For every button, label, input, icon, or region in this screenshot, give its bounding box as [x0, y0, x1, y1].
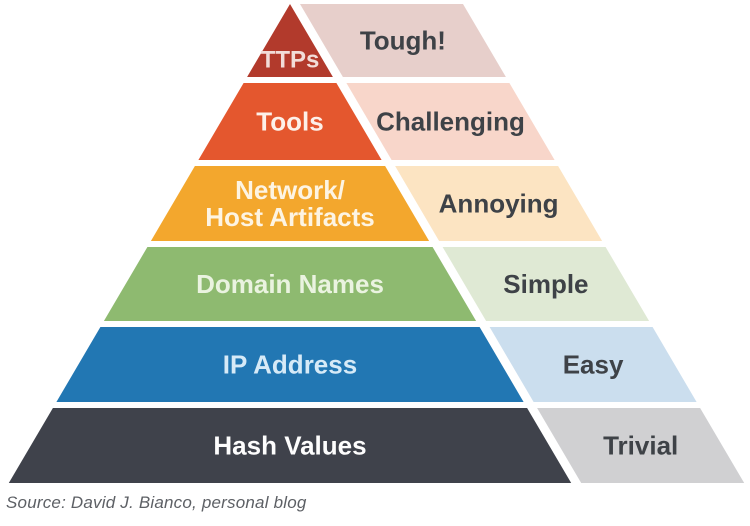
pain-label-ttps: Tough! [360, 26, 446, 56]
pain-level-hash-values [537, 408, 745, 483]
pyramid-label-tools: Tools [256, 107, 323, 137]
pyramid-label-network-host-artifacts: Host Artifacts [205, 202, 375, 232]
pain-level-network-host-artifacts [395, 166, 603, 241]
pyramid-level-domain-names [103, 247, 477, 321]
pyramid-level-hash-values [8, 408, 572, 483]
pain-label-tools: Challenging [376, 107, 525, 137]
pain-level-tools [346, 83, 555, 160]
source-caption: Source: David J. Bianco, personal blog [6, 493, 307, 512]
pyramid-label-hash-values: Hash Values [213, 431, 366, 461]
pain-level-domain-names [442, 247, 650, 321]
pyramid-level-ttps [247, 4, 333, 77]
pyramid-label-domain-names: Domain Names [196, 269, 384, 299]
pain-label-network-host-artifacts: Annoying [439, 189, 559, 219]
pain-level-ip-address [489, 327, 697, 402]
pyramid-level-tools [198, 83, 382, 160]
pyramid-label-ip-address: IP Address [223, 350, 357, 380]
pain-level-ttps [300, 4, 506, 77]
pain-label-hash-values: Trivial [603, 431, 678, 461]
pyramid-level-network-host-artifacts [150, 166, 430, 241]
pain-label-ip-address: Easy [563, 350, 624, 380]
pyramid-label-ttps: TTPs [261, 47, 320, 74]
pyramid-label-network-host-artifacts: Network/ [235, 175, 345, 205]
pain-label-domain-names: Simple [503, 269, 588, 299]
pyramid-level-ip-address [56, 327, 524, 402]
